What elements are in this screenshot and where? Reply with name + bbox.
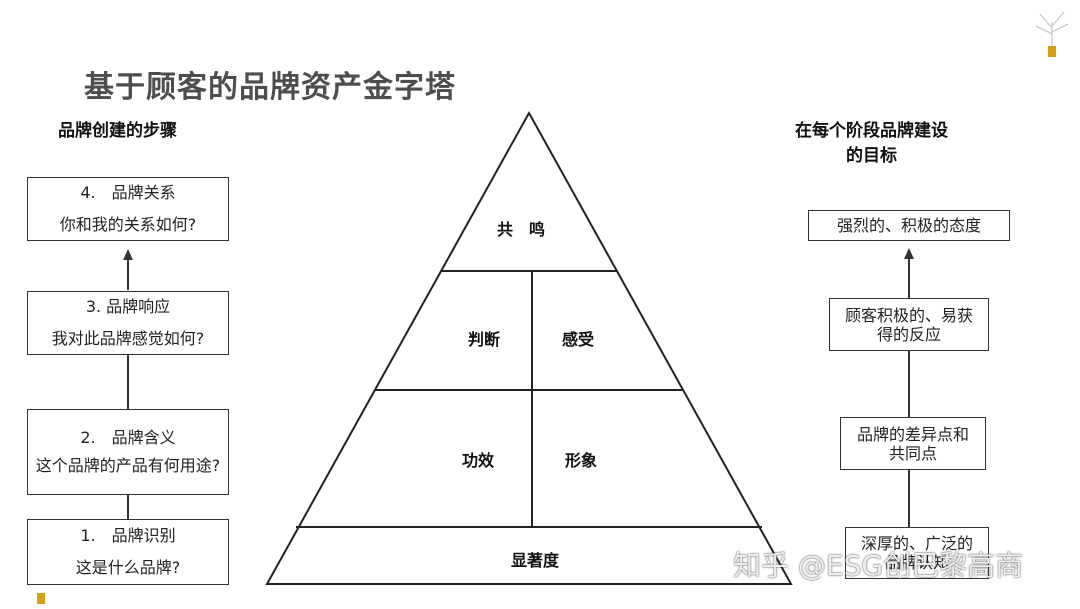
step-box-brand-meaning: 2. 品牌含义 这个品牌的产品有何用途? xyxy=(27,409,229,495)
pyramid-label-resonance: 共 鸣 xyxy=(496,220,546,239)
step-box-brand-response: 3. 品牌响应 我对此品牌感觉如何? xyxy=(27,291,229,355)
pyramid-label-salience: 显著度 xyxy=(510,551,560,570)
decorative-flower-icon xyxy=(1030,8,1074,58)
pyramid-label-judgments: 判断 xyxy=(467,330,501,349)
steps-heading: 品牌创建的步骤 xyxy=(58,121,177,141)
connector-line xyxy=(908,351,910,417)
arrow-up-icon xyxy=(904,248,914,259)
goal-text: 深厚的、广泛的品牌认知 xyxy=(860,534,973,572)
step-title: 3. 品牌响应 xyxy=(85,297,171,316)
connector-line xyxy=(127,355,129,409)
step-question: 这是什么品牌? xyxy=(75,558,181,577)
step-title: 1. 品牌识别 xyxy=(80,526,176,545)
goal-box-points: 品牌的差异点和共同点 xyxy=(840,417,986,470)
step-question: 这个品牌的产品有何用途? xyxy=(35,456,221,475)
arrow-up-icon xyxy=(123,249,133,260)
step-title: 4. 品牌关系 xyxy=(80,183,176,202)
goal-box-attitude: 强烈的、积极的态度 xyxy=(808,210,1010,241)
step-box-brand-relationship: 4. 品牌关系 你和我的关系如何? xyxy=(27,177,229,241)
goals-heading-line2: 的目标 xyxy=(846,146,897,166)
watermark-text: 知乎 @ESG创巴黎高商 xyxy=(733,549,1024,582)
connector-line xyxy=(908,259,910,298)
decorative-vase-icon xyxy=(36,590,46,604)
pyramid-label-performance: 功效 xyxy=(461,451,495,470)
page-title: 基于顾客的品牌资产金字塔 xyxy=(84,70,456,105)
goal-box-awareness: 深厚的、广泛的品牌认知 xyxy=(845,527,989,579)
pyramid-label-feelings: 感受 xyxy=(561,330,595,349)
step-title: 2. 品牌含义 xyxy=(80,428,176,447)
connector-line xyxy=(127,260,129,290)
step-box-brand-identity: 1. 品牌识别 这是什么品牌? xyxy=(27,519,229,585)
connector-line xyxy=(908,470,910,527)
goals-heading-line1: 在每个阶段品牌建设 xyxy=(795,121,948,141)
goal-text: 强烈的、积极的态度 xyxy=(836,216,981,235)
goal-text: 品牌的差异点和共同点 xyxy=(856,424,969,463)
pyramid-label-imagery: 形象 xyxy=(564,451,598,470)
goal-box-response: 顾客积极的、易获得的反应 xyxy=(829,298,989,351)
connector-line xyxy=(127,495,129,519)
pyramid-outline xyxy=(265,110,793,585)
step-question: 我对此品牌感觉如何? xyxy=(51,329,205,348)
goal-text: 顾客积极的、易获得的反应 xyxy=(844,305,973,344)
step-question: 你和我的关系如何? xyxy=(59,215,197,234)
